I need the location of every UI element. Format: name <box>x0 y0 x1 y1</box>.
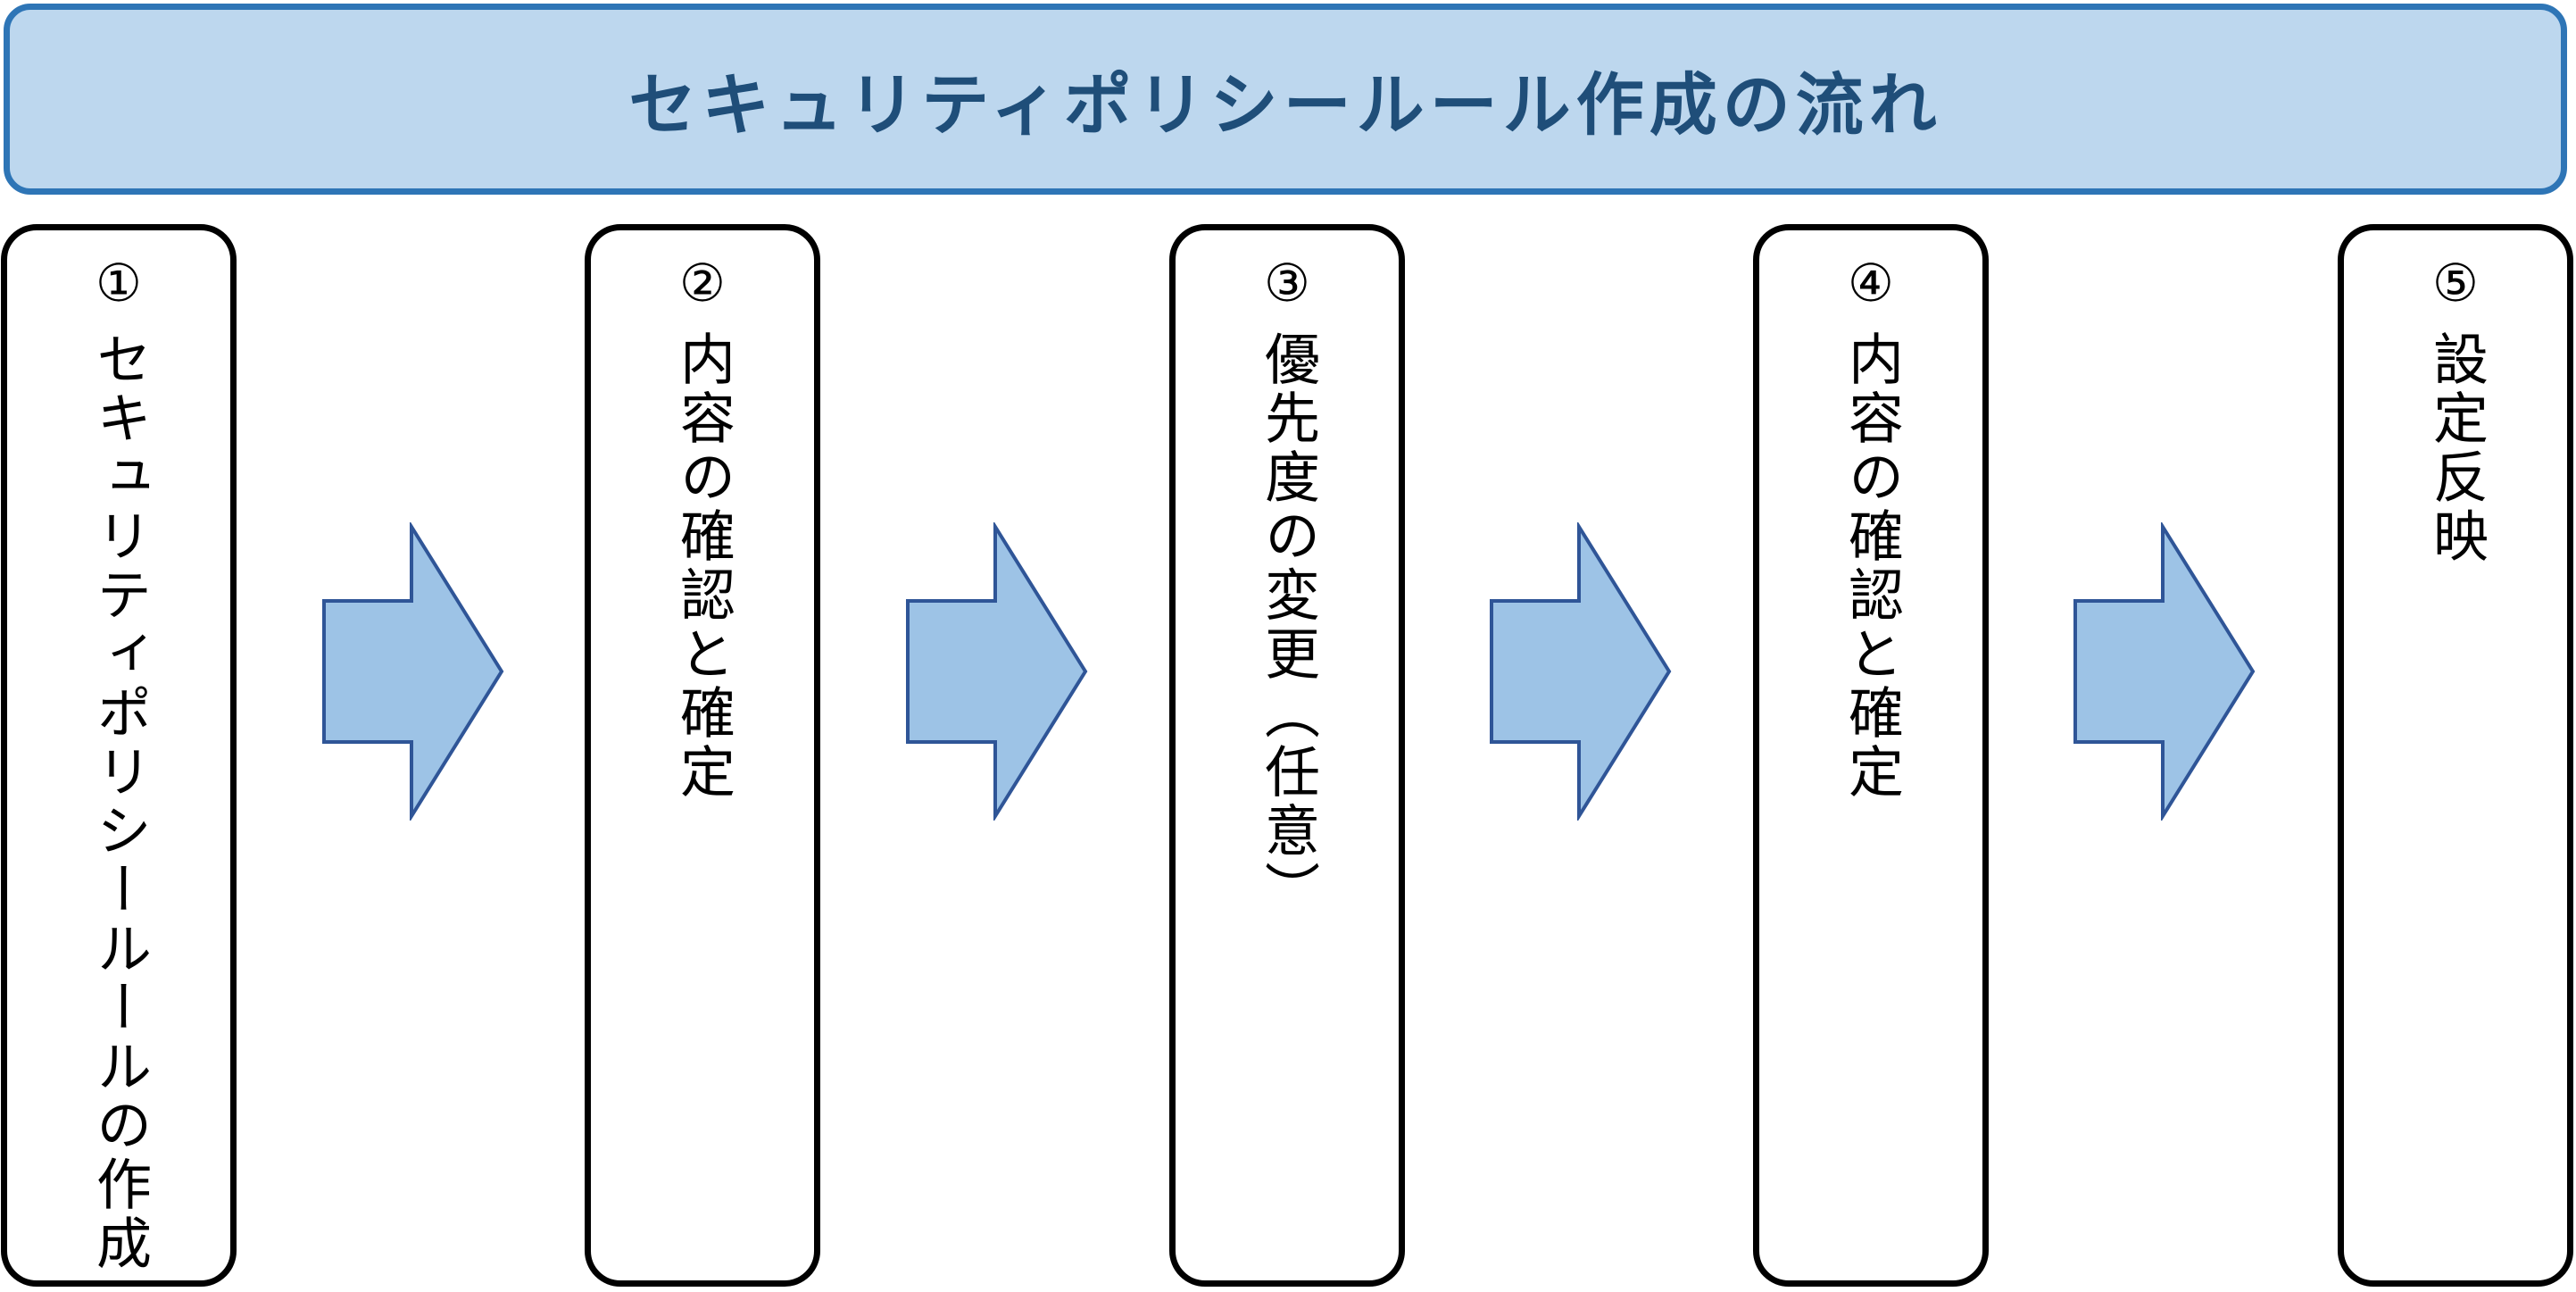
flow-title: セキュリティポリシールール作成の流れ <box>628 65 1942 145</box>
step-5-number: ⑤ <box>2432 253 2479 313</box>
step-2-box: ② 内容の確認と確定 <box>585 224 820 1287</box>
step-4-number: ④ <box>1848 253 1894 313</box>
flow-title-banner: セキュリティポリシールール作成の流れ <box>4 4 2567 195</box>
step-4-box: ④ 内容の確認と確定 <box>1753 224 1989 1287</box>
step-5-label: 設定反映 <box>2423 330 2489 566</box>
step-2-number: ② <box>679 253 726 313</box>
step-3-number: ③ <box>1264 253 1310 313</box>
arrow-right-icon-4 <box>2073 522 2256 821</box>
step-1-label: セキュリティポリシールールの作成 <box>87 330 152 1273</box>
step-4-label: 内容の確認と確定 <box>1839 330 1904 802</box>
step-3-box: ③ 優先度の変更（任意） <box>1169 224 1405 1287</box>
step-1-number: ① <box>96 253 142 313</box>
step-1-box: ① セキュリティポリシールールの作成 <box>1 224 237 1287</box>
arrow-right-icon-3 <box>1490 522 1672 821</box>
step-5-box: ⑤ 設定反映 <box>2338 224 2573 1287</box>
step-3-label: 優先度の変更（任意） <box>1255 330 1320 920</box>
arrow-right-icon-1 <box>322 522 504 821</box>
arrow-right-icon-2 <box>906 522 1088 821</box>
step-2-label: 内容の確認と確定 <box>670 330 735 802</box>
